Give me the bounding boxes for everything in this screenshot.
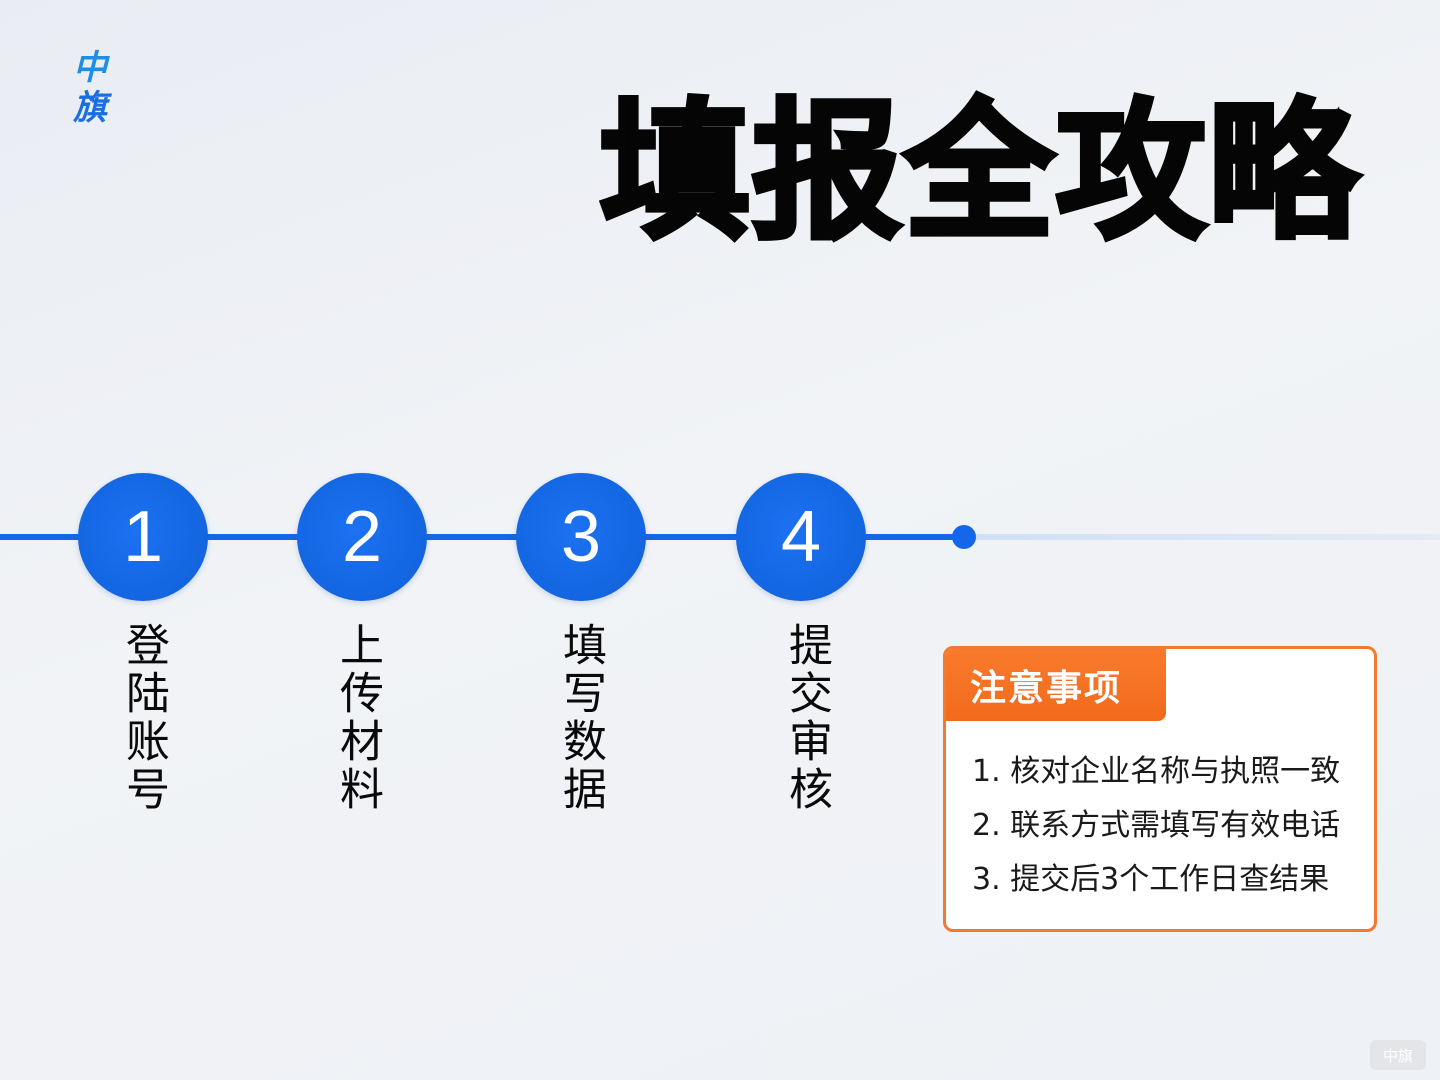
timeline-end-dot xyxy=(952,525,976,549)
page-title: 填报全攻略 xyxy=(598,86,1361,261)
step-1-circle: 1 xyxy=(78,473,208,601)
step-2-label: 上传材料 xyxy=(332,622,383,814)
timeline-line xyxy=(0,534,964,540)
notice-header: 注意事项 xyxy=(946,649,1166,721)
logo: 中 旗 xyxy=(70,48,110,128)
step-1-label: 登陆账号 xyxy=(118,622,169,814)
notice-item: 2. 联系方式需填写有效电话 xyxy=(972,808,1341,843)
notice-box: 注意事项 1. 核对企业名称与执照一致 2. 联系方式需填写有效电话 3. 提交… xyxy=(943,646,1377,932)
watermark: 中旗 xyxy=(1370,1040,1426,1070)
notice-item: 3. 提交后3个工作日查结果 xyxy=(972,862,1330,897)
notice-item: 1. 核对企业名称与执照一致 xyxy=(972,754,1341,789)
step-4-label: 提交审核 xyxy=(781,622,832,814)
step-4-circle: 4 xyxy=(736,473,866,601)
logo-char-1: 中 xyxy=(73,48,107,88)
step-2-circle: 2 xyxy=(297,473,427,601)
timeline-line-faded xyxy=(964,534,1440,540)
step-3-circle: 3 xyxy=(516,473,646,601)
step-3-label: 填写数据 xyxy=(555,622,606,814)
notice-list: 1. 核对企业名称与执照一致 2. 联系方式需填写有效电话 3. 提交后3个工作… xyxy=(972,745,1340,907)
logo-char-2: 旗 xyxy=(73,88,107,128)
